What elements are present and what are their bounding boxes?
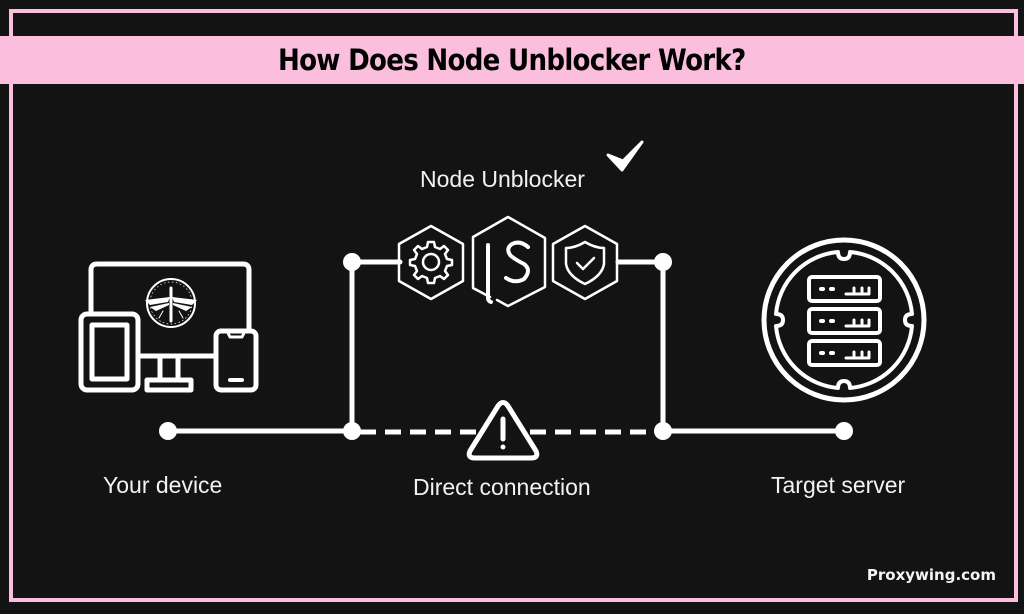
pink-frame <box>9 9 1018 602</box>
server-node-dot <box>835 422 853 440</box>
gear-hexagon-icon <box>397 224 465 301</box>
page-title: How Does Node Unblocker Work? <box>278 43 746 77</box>
direct-connection-label: Direct connection <box>413 474 591 500</box>
checkmark-icon <box>606 140 644 172</box>
dragonfly-logo-icon <box>145 278 197 328</box>
connection-lines <box>165 259 847 435</box>
your-device-label: Your device <box>103 472 223 498</box>
devices-icon <box>78 261 259 393</box>
device-node-dot <box>159 422 177 440</box>
target-server-label: Target server <box>771 472 906 498</box>
title-banner: How Does Node Unblocker Work? <box>0 36 1024 84</box>
right-junction-dot <box>654 422 672 440</box>
watermark: Proxywing.com <box>866 566 996 584</box>
warning-triangle-icon <box>466 400 540 461</box>
nodejs-hexagon-icon <box>471 215 547 308</box>
proxy-right-dot <box>654 253 672 271</box>
left-junction-dot <box>343 422 361 440</box>
server-rack-icon <box>761 237 927 403</box>
node-unblocker-label: Node Unblocker <box>420 166 585 192</box>
proxy-left-dot <box>343 253 361 271</box>
shield-check-hexagon-icon <box>551 224 619 301</box>
